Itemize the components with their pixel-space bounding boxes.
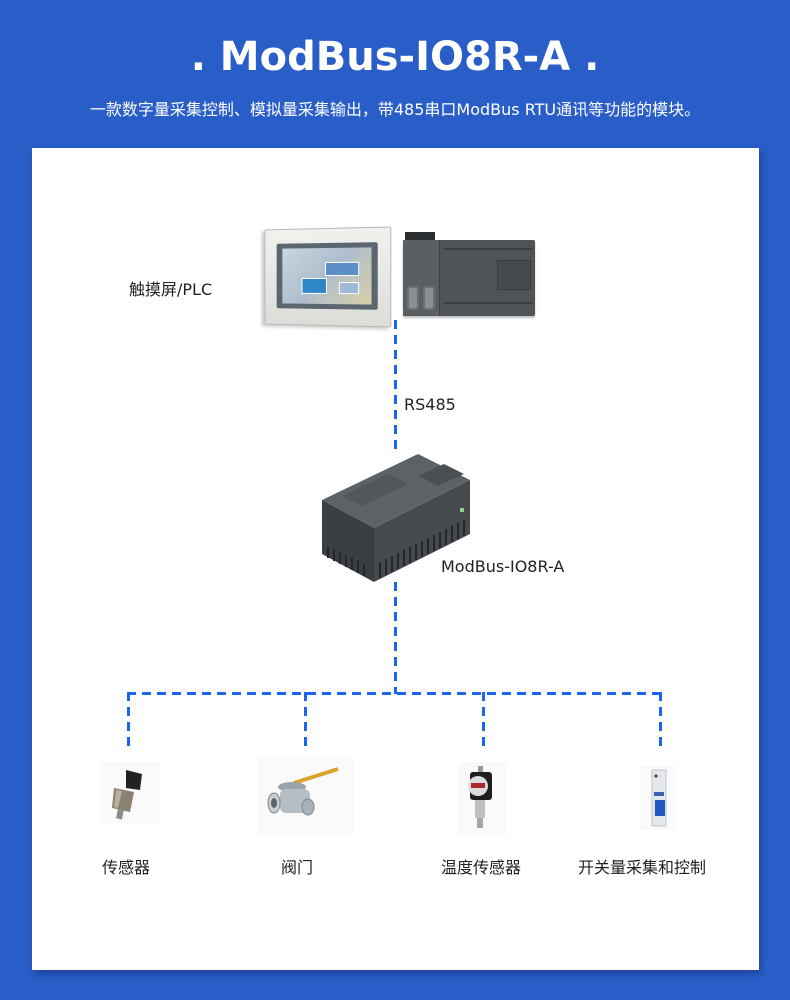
ball-valve-icon bbox=[258, 757, 354, 835]
touchscreen-icon bbox=[264, 226, 392, 328]
pressure-sensor-icon bbox=[100, 762, 160, 824]
page-subtitle: 一款数字量采集控制、模拟量采集输出，带485串口ModBus RTU通讯等功能的… bbox=[89, 100, 701, 119]
drop-line-sensor bbox=[127, 692, 130, 750]
field-device-label-temperature-sensor: 温度传感器 bbox=[441, 858, 522, 877]
io-module-icon bbox=[318, 450, 476, 590]
field-bus-line bbox=[127, 692, 663, 695]
page-title: . ModBus-IO8R-A . bbox=[190, 34, 600, 80]
field-device-label-valve: 阀门 bbox=[281, 858, 314, 877]
field-device-label-switch: 开关量采集和控制 bbox=[578, 858, 707, 877]
drop-line-temperature-sensor bbox=[482, 692, 485, 750]
field-device-label-sensor: 传感器 bbox=[102, 858, 151, 877]
bus-trunk-line bbox=[394, 582, 397, 694]
drop-line-valve bbox=[304, 692, 307, 750]
plc-icon bbox=[403, 232, 535, 316]
rs485-link-line bbox=[394, 320, 397, 450]
center-node-label: ModBus-IO8R-A bbox=[441, 557, 565, 576]
circuit-breaker-icon bbox=[640, 766, 676, 830]
top-node-label: 触摸屏/PLC bbox=[129, 280, 213, 299]
drop-line-switch bbox=[659, 692, 662, 750]
temperature-sensor-icon bbox=[458, 762, 506, 836]
rs485-label: RS485 bbox=[404, 395, 456, 414]
